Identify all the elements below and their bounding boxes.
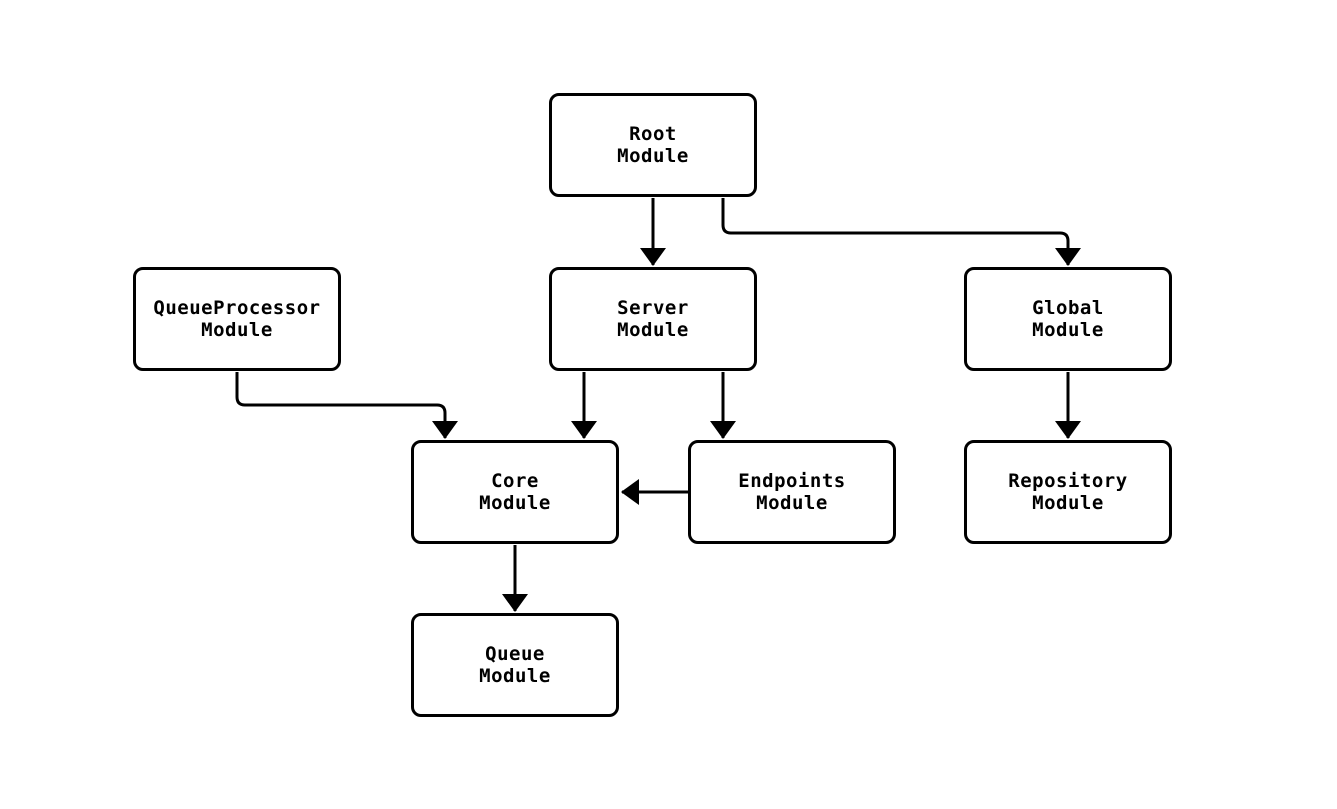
node-label: QueueProcessor Module <box>153 297 321 341</box>
node-label: Server Module <box>617 297 689 341</box>
node-global-module: Global Module <box>964 267 1172 371</box>
node-label: Queue Module <box>479 643 551 687</box>
node-root-module: Root Module <box>549 93 757 197</box>
node-queue-module: Queue Module <box>411 613 619 717</box>
node-label: Global Module <box>1032 297 1104 341</box>
node-queueprocessor-module: QueueProcessor Module <box>133 267 341 371</box>
node-label: Root Module <box>617 123 689 167</box>
edge-queueprocessor-to-core <box>235 372 458 439</box>
edge-root-to-global <box>721 198 1081 266</box>
node-label: Endpoints Module <box>738 470 846 514</box>
node-repository-module: Repository Module <box>964 440 1172 544</box>
node-server-module: Server Module <box>549 267 757 371</box>
node-core-module: Core Module <box>411 440 619 544</box>
node-endpoints-module: Endpoints Module <box>688 440 896 544</box>
node-label: Repository Module <box>1008 470 1128 514</box>
node-label: Core Module <box>479 470 551 514</box>
